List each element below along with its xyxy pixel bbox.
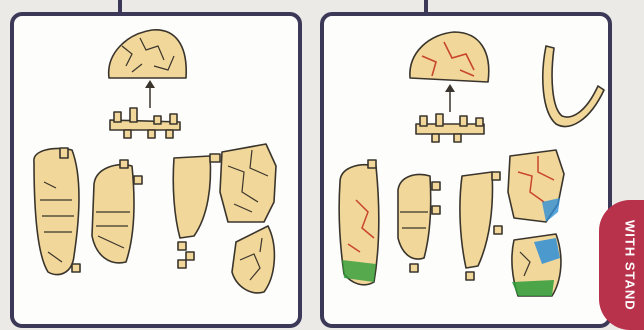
display-stand-piece: [543, 46, 604, 126]
arrow-up-icon: [145, 80, 155, 108]
hemisphere-left-piece: [34, 148, 80, 275]
painted-brain-chunk-lower-piece: [512, 234, 561, 296]
unpainted-parts-illustration: [14, 16, 298, 324]
brain-chunk-upper-piece: [220, 144, 276, 222]
connector-strip-piece: [110, 108, 180, 138]
arrow-up-icon: [445, 84, 455, 112]
painted-parts-illustration: [324, 16, 608, 324]
painted-hemisphere-left-piece: [339, 160, 379, 285]
painted-brain-cap-piece: [410, 32, 489, 82]
brain-chunk-lower-piece: [232, 226, 274, 293]
panel-unpainted-parts: [10, 12, 302, 328]
with-stand-badge-label: WITH STAND: [623, 220, 638, 311]
middle-slice-piece: [92, 160, 142, 263]
right-slice-piece: [173, 154, 220, 268]
panel-painted-parts: [320, 12, 612, 328]
painted-right-slice-piece: [460, 172, 502, 280]
brain-cap-piece: [109, 30, 187, 78]
painted-connector-strip-piece: [416, 114, 484, 142]
painted-middle-slice-piece: [398, 175, 440, 272]
with-stand-badge: WITH STAND: [599, 200, 644, 330]
painted-brain-chunk-upper-piece: [508, 150, 564, 222]
